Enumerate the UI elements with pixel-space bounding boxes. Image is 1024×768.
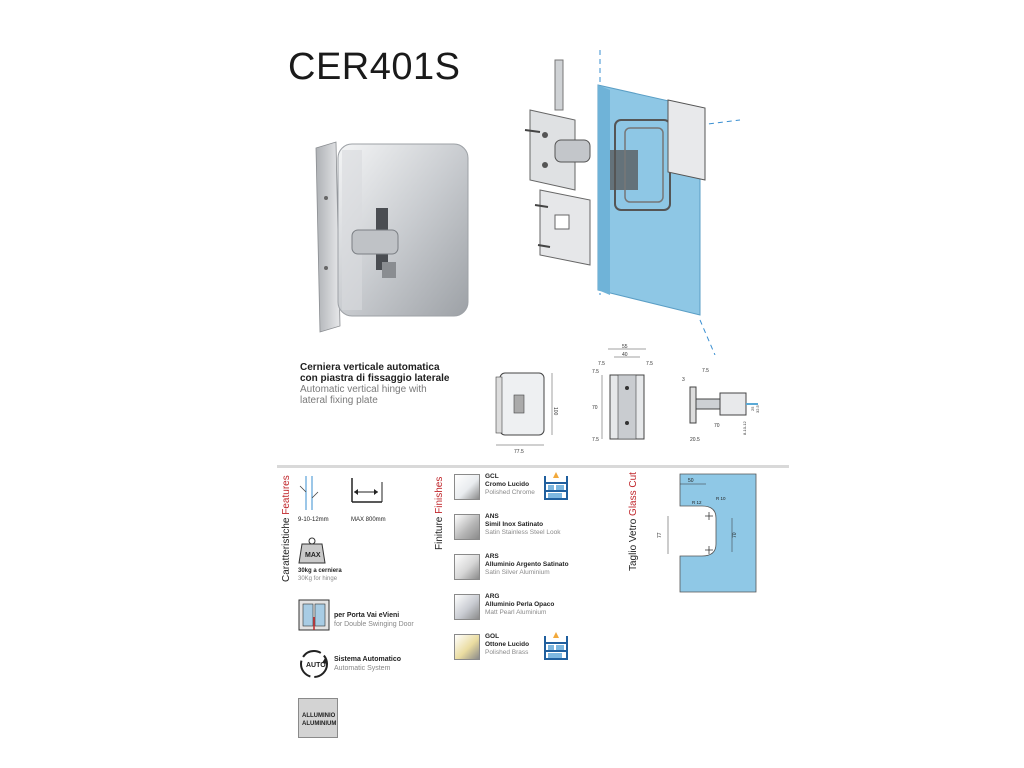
glass-cut-r1-dim: R 12 (692, 500, 702, 505)
finish-swatch (454, 634, 480, 660)
front-view-drawing: 100 77.5 (495, 372, 558, 455)
glass-thickness-text: 9-10-12mm (298, 517, 329, 523)
glass-cut-r2-dim: R 10 (716, 496, 726, 501)
finish-swatch (454, 594, 480, 620)
glass-cut-height-dim: 77 (657, 532, 663, 538)
glass-cut-width-dim: 50 (688, 478, 694, 484)
plan-dim-d: 20.5 (690, 437, 700, 443)
max-width-text: MAX 800mm (351, 517, 386, 523)
finish-en: Satin Stainless Steel Look (485, 529, 561, 536)
finish-swatch (454, 514, 480, 540)
material-it: ALLUMINIO (302, 713, 336, 719)
side-right-margin-dim: 7.5 (646, 361, 653, 367)
weight-icon-text: MAX (305, 552, 321, 559)
glass-cut-label-en: Glass Cut (628, 472, 639, 516)
side-dim-top: 7.5 (592, 369, 599, 375)
plan-dim-g: 32.5 (755, 404, 760, 413)
finishes-label-en: Finishes (434, 476, 445, 514)
exploded-view-drawing (524, 50, 741, 355)
glass-cut-drawing: 50 R 12 R 10 77 70 (657, 473, 757, 593)
aluminium-material-badge: ALLUMINIO ALUMINIUM (298, 698, 338, 738)
finishes-section-label: Finiture Finishes (434, 477, 445, 550)
finish-en: Satin Silver Aluminium (485, 569, 550, 576)
finishes-label-it: Finiture (434, 513, 445, 550)
features-section-label: Caratteristiche Features (281, 475, 292, 582)
features-label-it: Caratteristiche (281, 514, 292, 582)
finish-en: Polished Chrome (485, 489, 535, 496)
glass-thickness-icon (299, 476, 319, 510)
side-top-inner-dim: 40 (622, 352, 628, 358)
side-dim-bottom: 7.5 (592, 437, 599, 443)
material-en: ALUMINIUM (302, 721, 337, 727)
description-it-line2: con piastra di fissaggio laterale (300, 373, 450, 384)
finish-it: Alluminio Perla Opaco (485, 601, 555, 608)
plan-dim-b: 3 (682, 377, 685, 383)
plan-dim-e: 8-10-12 (742, 420, 747, 435)
weight-icon: MAX (298, 537, 326, 564)
product-title: CER401S (288, 46, 461, 88)
plan-dim-a: 7.5 (702, 368, 709, 374)
finish-swatch (454, 474, 480, 500)
finish-code: GOL (485, 633, 500, 640)
side-top-total-dim: 55 (622, 344, 628, 350)
section-divider (277, 465, 789, 468)
double-swing-door-en: for Double Swinging Door (334, 621, 414, 628)
auto-system-en: Automatic System (334, 665, 391, 672)
finish-en: Polished Brass (485, 649, 529, 656)
auto-system-icon: AUTO (300, 650, 328, 678)
finish-it: Simil Inox Satinato (485, 521, 544, 528)
auto-system-it: Sistema Automatico (334, 656, 402, 663)
weight-en-text: 30Kg for hinge (298, 576, 338, 582)
weight-it-text: 30kg a cerniera (298, 568, 342, 574)
plan-dim-c: 70 (714, 423, 720, 429)
description-en-line1: Automatic vertical hinge with (300, 384, 427, 395)
front-width-dim: 77.5 (514, 449, 524, 455)
description-it-line1: Cerniera verticale automatica (300, 362, 440, 373)
finish-code: ARG (485, 593, 500, 600)
plan-dim-f: 25 (750, 406, 755, 411)
stock-shelf-icon (544, 632, 568, 660)
features-label-en: Features (281, 475, 292, 515)
double-swing-door-it: per Porta Vai eVieni (334, 612, 400, 619)
finish-code: GCL (485, 473, 499, 480)
max-width-icon (351, 478, 383, 503)
finish-it: Ottone Lucido (485, 641, 530, 648)
glass-cut-inner-dim: 70 (732, 532, 738, 538)
finish-code: ARS (485, 553, 499, 560)
front-height-dim: 100 (552, 407, 558, 416)
finish-code: ANS (485, 513, 499, 520)
hinge-photo (315, 141, 469, 333)
glass-cut-label-it: Taglio Vetro (628, 515, 639, 571)
finish-en: Matt Pearl Aluminium (485, 609, 547, 616)
finish-it: Cromo Lucido (485, 481, 530, 488)
plan-view-drawing: 7.5 3 70 20.5 8-10-12 25 32.5 (682, 368, 760, 443)
finish-swatch (454, 554, 480, 580)
side-view-drawing: 55 40 7.5 7.5 7.5 70 7.5 (592, 344, 653, 443)
side-left-margin-dim: 7.5 (598, 361, 605, 367)
stock-shelf-icon (544, 472, 568, 500)
description-en-line2: lateral fixing plate (300, 395, 378, 406)
glass-cut-section-label: Taglio Vetro Glass Cut (628, 472, 639, 571)
side-dim-mid: 70 (592, 405, 598, 411)
double-swing-door-icon (298, 599, 330, 631)
finish-it: Alluminio Argento Satinato (485, 561, 569, 568)
auto-icon-text: AUTO (306, 662, 326, 669)
product-description: Cerniera verticale automatica con piastr… (300, 362, 450, 406)
